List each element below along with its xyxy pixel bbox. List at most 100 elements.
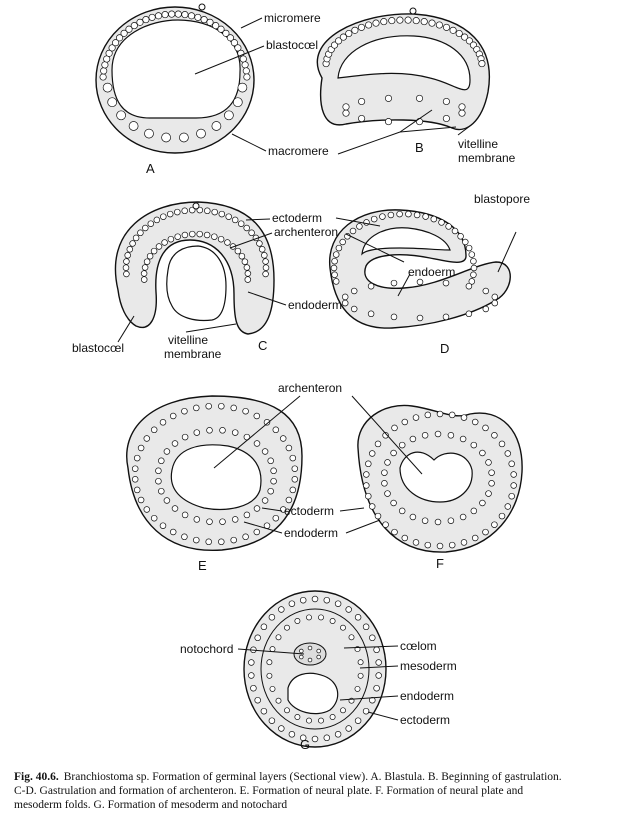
cell-nucleus bbox=[243, 73, 251, 81]
cell-nucleus bbox=[267, 457, 274, 465]
cell-nucleus bbox=[510, 471, 517, 478]
cell-nucleus bbox=[244, 276, 252, 283]
cell-nucleus bbox=[510, 482, 517, 489]
cell-nucleus bbox=[218, 210, 226, 218]
cell-nucleus bbox=[131, 476, 139, 483]
cell-nucleus bbox=[357, 23, 366, 31]
cell-nucleus bbox=[160, 213, 167, 220]
cell-nucleus bbox=[168, 10, 176, 18]
cell-nucleus bbox=[416, 278, 424, 286]
cell-nucleus bbox=[470, 271, 477, 279]
cell-nucleus bbox=[311, 595, 319, 603]
cell-nucleus bbox=[137, 444, 145, 452]
leader-macromere-b3 bbox=[399, 126, 457, 133]
cell-nucleus bbox=[373, 646, 380, 654]
cell-nucleus bbox=[465, 310, 473, 318]
embryo-f-cells bbox=[363, 410, 517, 550]
mesoderm-ring-g bbox=[260, 608, 370, 730]
cell-nucleus bbox=[365, 460, 372, 468]
cell-nucleus bbox=[498, 512, 506, 520]
cell-nucleus bbox=[253, 440, 261, 447]
cell-nucleus bbox=[401, 534, 409, 542]
cell-nucleus bbox=[460, 414, 468, 421]
cell-nucleus bbox=[465, 244, 473, 252]
cell-nucleus bbox=[384, 118, 393, 126]
cell-nucleus bbox=[382, 521, 389, 528]
cell-nucleus bbox=[272, 426, 280, 434]
cell-nucleus bbox=[140, 276, 148, 283]
cell-nucleus bbox=[350, 287, 358, 295]
cell-nucleus bbox=[420, 18, 428, 26]
cell-nucleus bbox=[108, 44, 116, 52]
cell-nucleus bbox=[258, 246, 266, 253]
cell-nucleus bbox=[243, 511, 251, 519]
cell-nucleus bbox=[155, 243, 163, 250]
cell-nucleus bbox=[479, 449, 486, 457]
cell-nucleus bbox=[205, 402, 212, 410]
cell-nucleus bbox=[248, 659, 255, 666]
cell-nucleus bbox=[354, 614, 362, 621]
cell-nucleus bbox=[348, 634, 355, 641]
cell-nucleus bbox=[316, 648, 321, 654]
cell-nucleus bbox=[159, 522, 167, 529]
cell-nucleus bbox=[267, 487, 274, 495]
cell-nucleus bbox=[291, 476, 299, 483]
cell-nucleus bbox=[330, 41, 339, 49]
cell-nucleus bbox=[188, 206, 196, 214]
cell-nucleus bbox=[367, 310, 375, 318]
cell-nucleus bbox=[424, 411, 432, 419]
cell-nucleus bbox=[230, 404, 237, 412]
cell-nucleus bbox=[498, 440, 506, 448]
cell-nucleus bbox=[142, 224, 149, 232]
cell-nucleus bbox=[455, 29, 463, 38]
label-vitelline-c-1: vitelline bbox=[168, 333, 208, 347]
cell-nucleus bbox=[128, 121, 139, 131]
cell-nucleus bbox=[284, 624, 290, 631]
cell-nucleus bbox=[342, 103, 350, 111]
panel-c-gastrulation: C ectoderm archenteron endoderm blastocœ… bbox=[72, 201, 342, 361]
cell-nucleus bbox=[224, 110, 234, 121]
cell-nucleus bbox=[363, 482, 370, 489]
cell-nucleus bbox=[194, 13, 202, 21]
leader-endoderm-g bbox=[339, 695, 399, 701]
cell-nucleus bbox=[218, 538, 225, 546]
leader-endoderm-c bbox=[247, 291, 287, 306]
cell-nucleus bbox=[382, 432, 389, 439]
cell-nucleus bbox=[409, 435, 417, 443]
cell-nucleus bbox=[375, 672, 382, 679]
cell-nucleus bbox=[384, 94, 393, 102]
cell-nucleus bbox=[458, 109, 466, 117]
cell-nucleus bbox=[384, 490, 391, 497]
cell-nucleus bbox=[238, 252, 246, 260]
cell-nucleus bbox=[335, 244, 343, 252]
cell-nucleus bbox=[181, 11, 189, 19]
cell-nucleus bbox=[193, 429, 201, 436]
cell-nucleus bbox=[363, 471, 370, 478]
leader-ectoderm-d bbox=[335, 217, 381, 227]
cell-nucleus bbox=[401, 418, 409, 426]
leader-archenteron-f bbox=[351, 395, 423, 475]
cell-nucleus bbox=[485, 490, 492, 497]
cell-nucleus bbox=[307, 657, 313, 663]
label-mesoderm-g: mesoderm bbox=[400, 659, 457, 673]
cell-nucleus bbox=[268, 614, 276, 621]
leader-vitelline-b bbox=[457, 125, 471, 136]
leader-macromere bbox=[231, 133, 267, 152]
cell-nucleus bbox=[396, 16, 404, 24]
panel-a-blastula: A micromere blastocœl macromere bbox=[95, 3, 329, 176]
cell-nucleus bbox=[241, 258, 249, 265]
cell-nucleus bbox=[225, 213, 232, 220]
cell-nucleus bbox=[181, 407, 188, 415]
cell-nucleus bbox=[231, 216, 239, 224]
cell-nucleus bbox=[181, 511, 189, 519]
panel-label-d: D bbox=[440, 341, 449, 356]
cell-nucleus bbox=[142, 16, 150, 24]
cell-nucleus bbox=[442, 114, 450, 123]
cell-nucleus bbox=[449, 26, 457, 34]
cell-nucleus bbox=[354, 717, 362, 724]
cell-nucleus bbox=[504, 503, 512, 510]
cell-nucleus bbox=[212, 22, 220, 30]
cell-nucleus bbox=[279, 435, 287, 442]
cell-nucleus bbox=[404, 16, 412, 24]
cell-nucleus bbox=[350, 305, 358, 313]
